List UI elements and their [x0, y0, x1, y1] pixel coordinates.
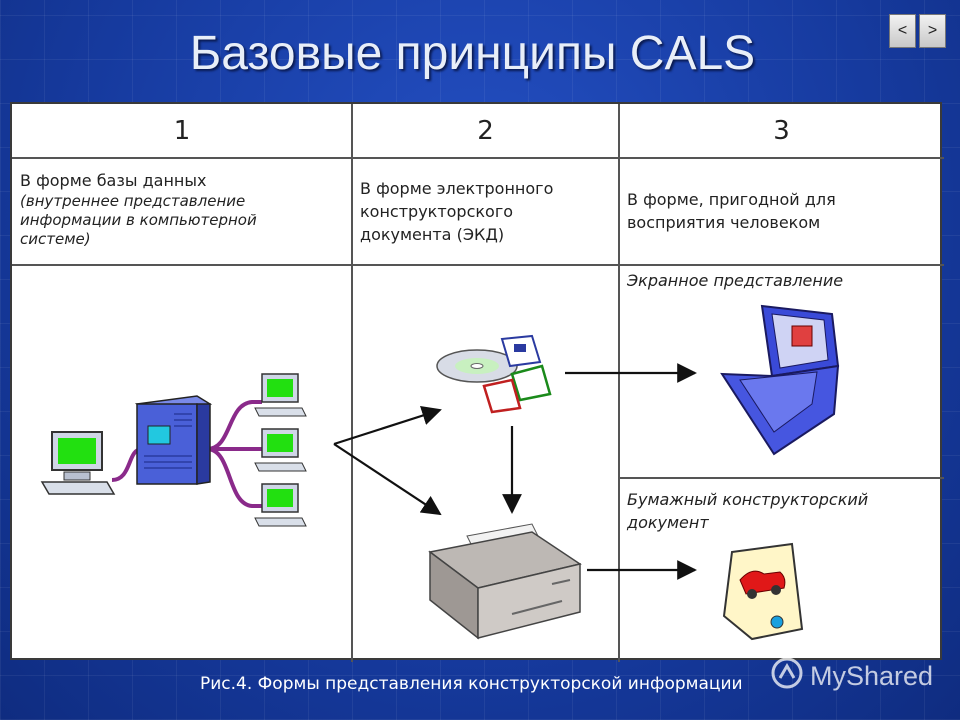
server-icon [134, 395, 213, 485]
col2-line3: документа (ЭКД) [360, 225, 505, 244]
printer-icon [428, 523, 582, 640]
laptop-icon [720, 304, 840, 456]
column-header-1: 1 [173, 116, 191, 146]
slide-title: Базовые принципы CALS [189, 27, 756, 80]
column-header-2: 2 [477, 116, 494, 146]
col3-line1: В форме, пригодной для [627, 190, 836, 209]
watermark-logo-icon [770, 656, 804, 697]
col3-line2: восприятия человеком [627, 213, 821, 232]
diagram-graphics [12, 104, 944, 662]
prev-slide-button[interactable]: < [889, 14, 916, 48]
paper-document-label-line2: документ [627, 513, 709, 532]
computer-icon [254, 428, 307, 472]
diagram-panel: 1 2 3 В форме базы данных (внутреннее пр… [10, 102, 944, 662]
col1-note-line1: (внутреннее представление [20, 192, 246, 210]
network-cables [111, 400, 262, 508]
column-header-3: 3 [773, 116, 790, 146]
watermark: MyShared [770, 656, 933, 697]
drawing-document-icon [722, 542, 804, 641]
next-slide-button[interactable]: > [919, 14, 946, 48]
col1-note-line3: системе) [20, 230, 91, 248]
watermark-text: MyShared [810, 661, 934, 691]
col1-heading: В форме базы данных [20, 171, 207, 190]
computer-icon [254, 373, 307, 417]
computer-icon [40, 431, 116, 495]
col2-line2: конструкторского [360, 202, 514, 221]
col1-note-line2: информации в компьютерной [20, 211, 257, 229]
flow-arrows [333, 363, 697, 580]
screen-representation-label: Экранное представление [627, 271, 844, 290]
computer-icon [254, 483, 307, 527]
col2-line1: В форме электронного [360, 179, 554, 198]
disc-icon [436, 349, 518, 383]
paper-document-label-line1: Бумажный конструкторский [627, 490, 869, 509]
figure-caption: Рис.4. Формы представления конструкторск… [200, 674, 743, 694]
floppy-icon [482, 334, 552, 414]
